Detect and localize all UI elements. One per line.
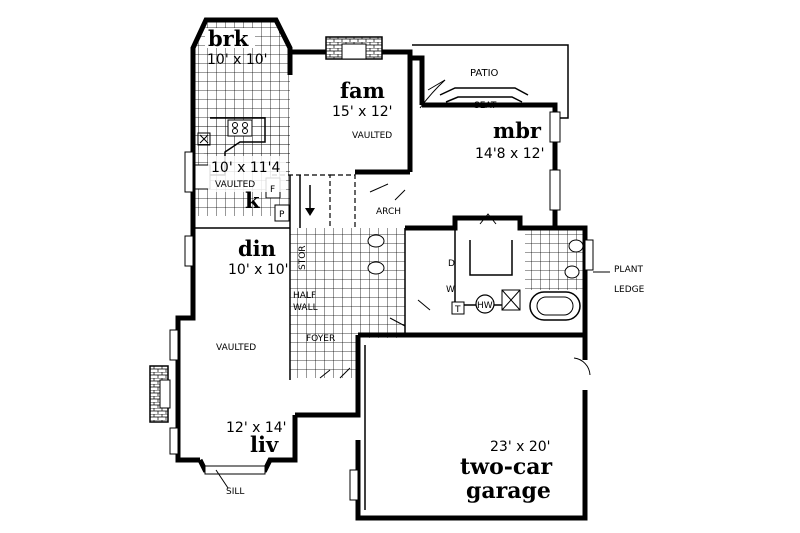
arch-label: ARCH: [376, 207, 401, 217]
foyer-label: FOYER: [306, 334, 335, 344]
patio-label: PATIO: [470, 68, 499, 79]
patio: [412, 44, 569, 119]
storage-label: STOR: [298, 245, 308, 270]
pantry-tag: P: [279, 210, 285, 220]
garage-line1: two-car: [460, 454, 553, 480]
fridge-tag: F: [270, 185, 275, 195]
garage-line2: garage: [466, 478, 551, 504]
breakfast-size: 10' x 10': [207, 52, 268, 68]
tile-floors: [193, 22, 585, 378]
sill-label: SILL: [226, 487, 244, 497]
half-wall-line2: WALL: [293, 303, 318, 313]
family-note: VAULTED: [352, 131, 392, 141]
breakfast-name: brk: [208, 26, 249, 51]
master-name: mbr: [493, 118, 542, 143]
living-name: liv: [250, 432, 279, 457]
stair-arrow: [305, 185, 315, 216]
seat-label: SEAT: [474, 101, 497, 111]
living-note: VAULTED: [216, 343, 256, 353]
water-heater-tag: HW: [477, 301, 493, 311]
kitchen-name: k: [245, 188, 260, 213]
sill-pointer: [215, 469, 229, 489]
plant-ledge-line1: PLANT: [614, 265, 644, 275]
kitchen-note: VAULTED: [215, 180, 255, 190]
toilet-tag: T: [454, 305, 461, 315]
master-size: 14'8 x 12': [475, 146, 544, 162]
dining-name: din: [238, 236, 276, 261]
dryer-tag: D: [448, 259, 455, 269]
fireplace-living: [149, 365, 171, 423]
family-name: fam: [340, 78, 385, 103]
doors: [319, 79, 591, 379]
windows: [169, 111, 594, 501]
family-size: 15' x 12': [332, 104, 393, 120]
plant-ledge-line2: LEDGE: [614, 285, 645, 295]
washer-tag: W: [446, 285, 455, 295]
fireplace-family: [325, 36, 383, 60]
half-wall-line1: HALF: [293, 291, 316, 301]
dining-size: 10' x 10': [228, 262, 289, 278]
bath-fixtures: [367, 234, 584, 321]
living-size: 12' x 14': [226, 420, 287, 436]
garage-size: 23' x 20': [490, 439, 551, 455]
kitchen-size: 10' x 11'4: [211, 160, 281, 176]
